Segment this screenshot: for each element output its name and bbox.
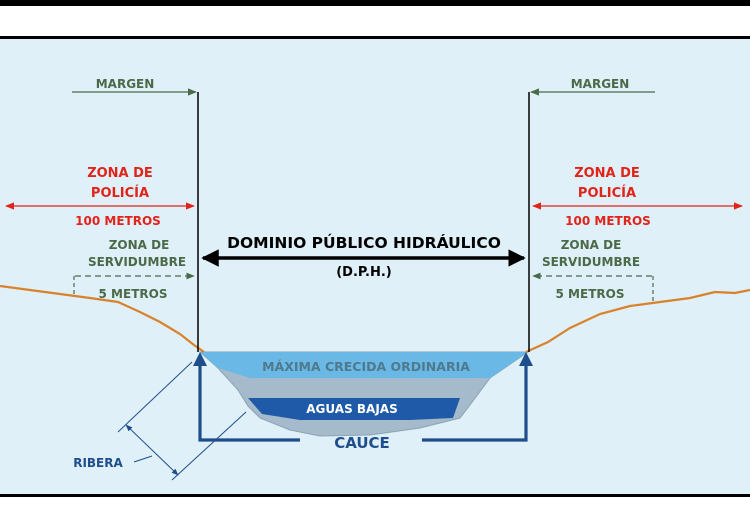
margin-label-right: MARGEN [571, 77, 630, 91]
easement-zone-left-line2: SERVIDUMBRE [88, 255, 186, 269]
easement-distance-left: 5 METROS [99, 287, 168, 301]
frame-top-line [0, 36, 750, 39]
domain-abbrev: (D.P.H.) [336, 265, 392, 280]
easement-zone-left-line1: ZONA DE [109, 238, 170, 252]
channel-bracket [198, 358, 528, 442]
easement-zone-right-line1: ZONA DE [561, 238, 622, 252]
police-distance-right: 100 METROS [565, 214, 651, 228]
domain-title: DOMINIO PÚBLICO HIDRÁULICO [227, 233, 501, 252]
police-zone-left-line1: ZONA DE [87, 166, 153, 181]
terrain-left [0, 284, 205, 353]
max-flood-label: MÁXIMA CRECIDA ORDINARIA [262, 359, 470, 374]
police-zone-right-line2: POLICÍA [578, 185, 636, 201]
top-border [0, 0, 750, 6]
bank-leader [133, 455, 153, 463]
low-water-area [248, 398, 460, 420]
bank-ext-top [117, 361, 193, 433]
police-distance-left: 100 METROS [75, 214, 161, 228]
terrain-right [525, 288, 750, 354]
bank-dimension-arrow [125, 424, 179, 476]
easement-zone-right-line2: SERVIDUMBRE [542, 255, 640, 269]
channel-label: CAUCE [334, 434, 390, 452]
channel-arrow-left [193, 352, 207, 366]
bank-ext-bottom [171, 411, 247, 481]
bank-label: RIBERA [73, 456, 123, 470]
channel-arrow-right [519, 352, 533, 366]
easement-distance-right: 5 METROS [556, 287, 625, 301]
low-water-label: AGUAS BAJAS [306, 402, 397, 416]
margin-label-left: MARGEN [96, 77, 155, 91]
police-zone-right-line1: ZONA DE [574, 166, 640, 181]
max-flood-water [200, 352, 528, 378]
police-zone-left-line2: POLICÍA [91, 185, 149, 201]
frame-bottom-line [0, 494, 750, 497]
